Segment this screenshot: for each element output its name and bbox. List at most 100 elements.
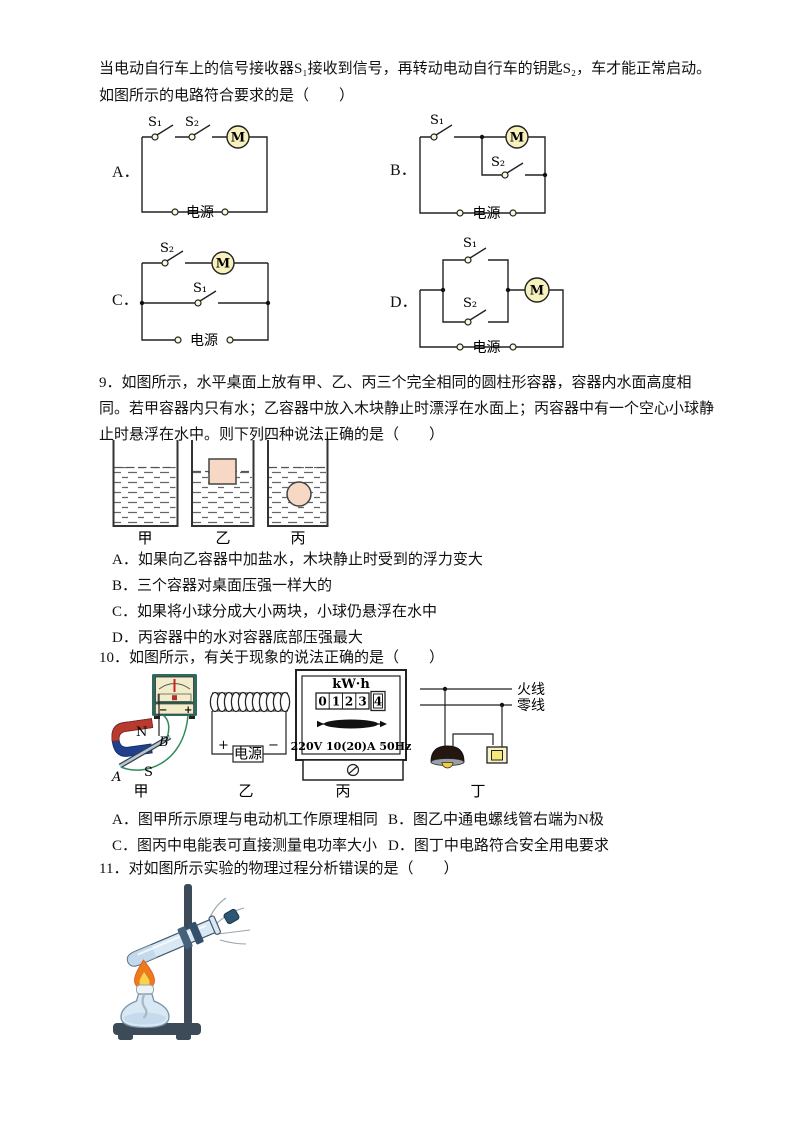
digit-separators (328, 693, 357, 709)
switch1-pivot (430, 133, 438, 141)
mains-lines (420, 688, 512, 706)
option-d-letter: D． (390, 294, 418, 311)
disc-arrowhead-left (317, 720, 324, 728)
q11-experiment-figure (113, 884, 251, 1040)
container-jia (112, 440, 179, 527)
meter-mark (172, 695, 177, 701)
battery-terminal (221, 208, 229, 216)
q10-options-row2: C．图丙中电能表可直接测量电功率大小 D．图丁中电路符合安全用电要求 (112, 833, 609, 859)
green-wire-b (162, 714, 170, 739)
option-b-letter: B． (390, 162, 417, 179)
junction-dot (139, 300, 145, 306)
plus-terminal: + (184, 705, 192, 716)
coil-loops (209, 691, 291, 713)
battery-label: 电源 (473, 340, 501, 356)
battery-terminal (456, 343, 464, 351)
screw-icon (346, 763, 360, 777)
switch-blades (166, 250, 217, 302)
motor-symbol (524, 277, 550, 303)
disc-arrowhead-right (380, 720, 387, 728)
digit-4-inner-box (373, 693, 383, 709)
digit-2: 2 (345, 695, 353, 709)
bulb (441, 762, 454, 769)
q9-stem: 9．如图所示，水平桌面上放有甲、乙、丙三个完全相同的圆柱形容器，容器内水面高度相… (99, 375, 715, 443)
switch2-label: S₂ (463, 296, 477, 311)
junction-dot (265, 300, 271, 306)
container-bing (267, 440, 329, 527)
q10-option-b: B．图乙中通电螺线管右端为N极 (388, 812, 604, 828)
motor-symbol (505, 125, 529, 149)
rating-label: 220V 10(20)A 50Hz (291, 740, 412, 753)
battery-leads (211, 711, 287, 755)
battery-label: 电源 (234, 747, 262, 763)
container-yi (191, 440, 255, 527)
switch1-pivot (151, 133, 159, 141)
generator-demo-figure: − + N S A B (111, 674, 197, 785)
switch-blades (156, 124, 211, 136)
label-bing: 丙 (290, 529, 305, 547)
switch2-pivot (501, 171, 509, 179)
junction-dot (479, 134, 485, 140)
switch2-label: S₂ (491, 155, 505, 170)
lamp-shade (430, 745, 465, 763)
switch2-pivot (188, 133, 196, 141)
live-wire-label: 火线 (517, 682, 545, 698)
pole-s-label: S (144, 765, 153, 780)
stopper (223, 908, 240, 925)
caption-bing: 丙 (335, 782, 350, 800)
battery-label: 电源 (190, 333, 218, 349)
q10-options-row1: A．图甲所示原理与电动机工作原理相同 B．图乙中通电螺线管右端为N极 (112, 807, 609, 833)
alcohol-liquid (124, 1012, 166, 1025)
digit-0: 0 (318, 695, 326, 709)
kwh-label: kW·h (332, 677, 370, 692)
q10-figure: − + N S A B (111, 669, 545, 800)
lamp-switch-wires (444, 689, 503, 748)
label-jia: 甲 (137, 529, 152, 547)
motor-label: M (530, 284, 544, 299)
horseshoe-magnet (111, 718, 154, 757)
q9-containers-figure: 甲 乙 丙 (112, 440, 329, 547)
switch2-label: S₂ (185, 115, 199, 130)
switch2-pivot (161, 259, 169, 267)
motor-symbol (226, 125, 250, 149)
stand-foot (176, 1033, 191, 1040)
meter-foot (154, 716, 160, 719)
household-circuit-figure: 火线 零线 (420, 682, 545, 769)
solenoid-figure: 电源 + − (209, 691, 291, 763)
battery-terminal (456, 209, 464, 217)
battery-label: 电源 (186, 205, 214, 221)
circuit-d-figure: M S₁ S₂ 电源 (419, 236, 564, 356)
point-a-label: A (111, 770, 121, 785)
wire (141, 262, 269, 341)
caption-ding: 丁 (470, 782, 485, 800)
switch2-pivot (464, 318, 472, 326)
test-tube-group (126, 915, 221, 967)
switch1-label: S₁ (463, 236, 477, 251)
wood-block (208, 458, 237, 485)
water-jia (114, 467, 176, 525)
junction-dot (440, 287, 446, 293)
q8-stem-line1: 当电动自行车上的信号接收器S₁接收到信号，再转动电动自行车的钥匙S₂，车才能正常… (99, 61, 712, 77)
meter-terminal-panel (155, 703, 194, 715)
option-a-letter: A． (112, 164, 140, 181)
q8-circuit-options: A． M S₁ S₂ 电源 B． M S₁ S₂ (96, 110, 736, 366)
switch-blades (435, 124, 524, 174)
q9-options: A．如果向乙容器中加盐水，木块静止时受到的浮力变大 B．三个容器对桌面压强一样大… (112, 547, 483, 651)
q10-option-a: A．图甲所示原理与电动机工作原理相同 (112, 812, 378, 828)
switch-button (491, 750, 503, 761)
plus-label: + (218, 738, 229, 753)
q11-stem: 11．对如图所示实验的物理过程分析错误的是（ ） (99, 861, 459, 877)
neutral-wire-label: 零线 (517, 698, 545, 714)
tube-rim (208, 915, 221, 935)
clamp-jaw (188, 921, 204, 945)
digit-4: 4 (374, 695, 382, 709)
stopper-group (223, 908, 240, 925)
caption-yi: 乙 (238, 782, 253, 800)
circuit-b-figure: M S₁ S₂ 电源 (419, 113, 548, 222)
wick (141, 993, 148, 1019)
circuit-a-figure: M S₁ S₂ 电源 (141, 115, 268, 221)
switch1-label: S₁ (430, 113, 444, 128)
energy-meter-figure: kW·h 0 1 2 3 4 220V 10(20)A 50Hz (291, 669, 412, 781)
junction-dot (505, 287, 511, 293)
q9-option-c: C．如果将小球分成大小两块，小球仍悬浮在水中 (112, 604, 438, 620)
